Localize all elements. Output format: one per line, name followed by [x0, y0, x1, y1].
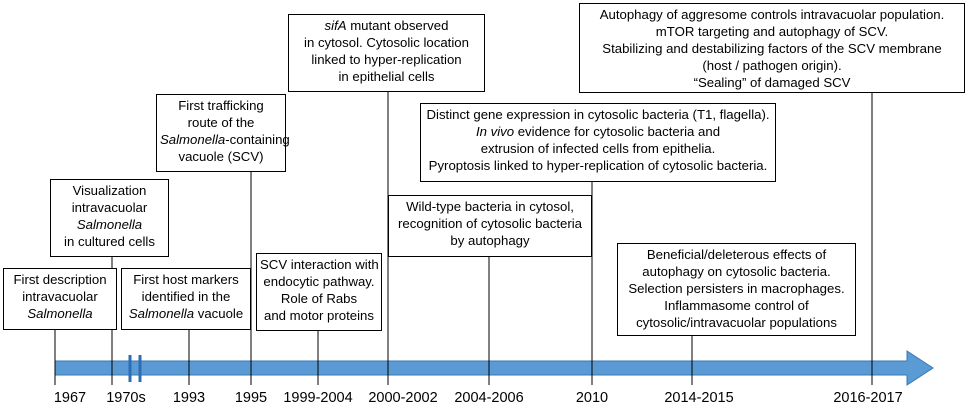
event-box-1999-2004: SCV interaction with endocytic pathway. Ro… — [256, 253, 382, 331]
event-box-2000-2002: sifA mutant observed in cytosol. Cytosoli… — [288, 14, 485, 92]
event-text-line: vacuole (SCV) — [178, 149, 264, 164]
year-label-2004-2006: 2004-2006 — [454, 390, 524, 406]
event-box-2010: Distinct gene expression in cytosolic ba… — [420, 103, 776, 182]
year-label-1993: 1993 — [172, 390, 206, 406]
event-text-line: in cytosol. Cytosolic location — [304, 35, 469, 50]
year-label-2000-2002: 2000-2002 — [368, 390, 438, 406]
event-text-line: Stabilizing and destabilizing factors of… — [602, 41, 942, 56]
event-text-line: endocytic pathway. — [263, 274, 375, 289]
event-text-line: autophagy on cytosolic bacteria. — [642, 264, 831, 279]
year-label-1999-2004: 1999-2004 — [283, 390, 353, 406]
event-text-line: cytosolic/intravacuolar populations — [636, 315, 837, 330]
event-text-line: by autophagy — [450, 233, 530, 248]
event-text-line: Salmonella — [76, 217, 143, 232]
event-text-line: sifA mutant observed — [324, 18, 449, 33]
event-text-line: (host / pathogen origin). — [702, 58, 842, 73]
event-box-2004-2006: Wild-type bacteria in cytosol, recognitio… — [388, 195, 592, 257]
event-text-line: extrusion of infected cells from epithel… — [480, 141, 716, 156]
year-label-2016-2017: 2016-2017 — [833, 390, 903, 406]
event-box-2016-2017: Autophagy of aggresome controls intravac… — [579, 3, 965, 93]
event-text-line: Salmonella-containing — [160, 132, 290, 147]
year-label-1967: 1967 — [53, 390, 87, 406]
event-text-line: Inflammasome control of — [664, 298, 809, 313]
event-text-line: “Sealing” of damaged SCV — [693, 75, 851, 90]
event-text-line: Autophagy of aggresome controls intravac… — [599, 7, 945, 22]
event-text-line: Role of Rabs — [280, 291, 358, 306]
year-label-1970s: 1970s — [106, 390, 146, 406]
event-text-line: Wild-type bacteria in cytosol, — [406, 199, 574, 214]
event-text-line: recognition of cytosolic bacteria — [398, 216, 582, 231]
event-text-line: linked to hyper-replication — [311, 52, 462, 67]
event-text-line: Visualization — [72, 183, 147, 198]
event-text-line: and motor proteins — [264, 308, 374, 323]
event-text-line: identified in the — [141, 289, 231, 304]
event-text-line: First host markers — [133, 272, 239, 287]
event-text-line: intravacuolar — [71, 200, 148, 215]
event-text-line: Selection persisters in macrophages. — [628, 281, 845, 296]
event-text-line: First trafficking — [178, 98, 264, 113]
event-text-line: in epithelial cells — [338, 69, 435, 84]
event-text-line: Salmonella vacuole — [128, 306, 244, 321]
timeline-arrow — [54, 350, 934, 386]
event-text-line: SCV interaction with — [260, 257, 379, 272]
event-text-line: In vivo evidence for cytosolic bacteria … — [475, 124, 721, 139]
event-text-line: First description — [13, 272, 107, 287]
year-label-2014-2015: 2014-2015 — [664, 390, 734, 406]
event-text-line: Pyroptosis linked to hyper-replication o… — [428, 158, 768, 173]
year-label-2010: 2010 — [575, 390, 609, 406]
event-text-line: mTOR targeting and autophagy of SCV. — [655, 24, 889, 39]
year-label-1995: 1995 — [234, 390, 268, 406]
event-box-2014-2015: Beneficial/deleterous effects of autophag… — [617, 243, 856, 336]
event-text-line: Distinct gene expression in cytosolic ba… — [426, 107, 770, 122]
event-text-line: route of the — [187, 115, 255, 130]
event-text-line: Beneficial/deleterous effects of — [646, 247, 827, 262]
event-text-line: Salmonella — [27, 306, 93, 321]
event-text-line: in cultured cells — [64, 234, 155, 249]
event-text-line: intravacuolar — [22, 289, 98, 304]
